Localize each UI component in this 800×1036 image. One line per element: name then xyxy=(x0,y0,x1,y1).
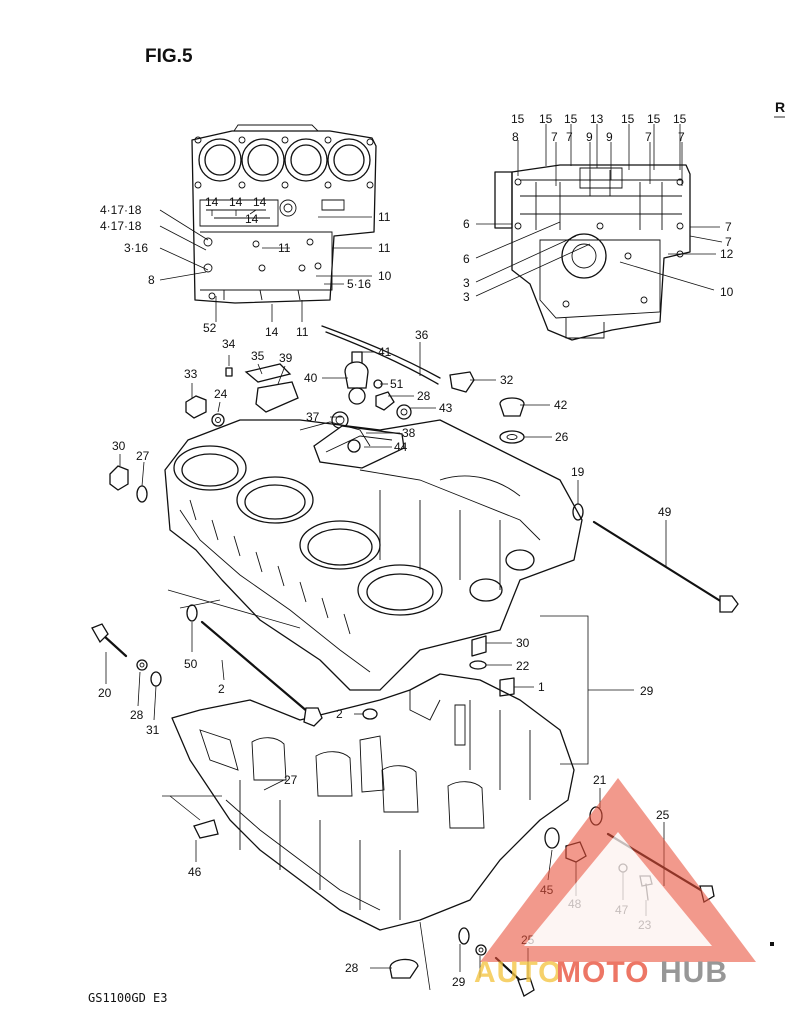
callout-11: 11 xyxy=(278,241,291,255)
callout-42: 37 xyxy=(306,410,320,424)
callout-25: 46 xyxy=(188,865,202,879)
callout-7: 7 xyxy=(551,130,558,144)
callout-14: 14 xyxy=(245,212,259,226)
callout-28: 31 xyxy=(146,723,160,737)
lower-crankcase-bottom-view xyxy=(494,164,691,341)
callout-8: 8 xyxy=(148,273,155,287)
callout-7: 7 xyxy=(566,130,573,144)
callout-24: 28 xyxy=(417,389,431,403)
callout-34: 35 xyxy=(251,349,265,363)
upper-crankcase-top-view xyxy=(191,124,377,304)
callout-14: 14 xyxy=(253,195,267,209)
callout-15: 15 xyxy=(539,112,553,126)
watermark: AUTO MOTO HUB xyxy=(474,778,756,989)
callout-35: 39 xyxy=(279,351,293,365)
callout-29: 28 xyxy=(130,708,144,722)
upper-crankcase xyxy=(164,419,583,691)
callout-2: 27 xyxy=(284,773,298,787)
watermark-moto: MOTO xyxy=(556,956,649,989)
callout-10: 10 xyxy=(720,285,734,299)
callout-6: 6 xyxy=(463,217,470,231)
corner-mark: R xyxy=(775,99,785,115)
callout-25: 28 xyxy=(345,961,359,975)
callout-22: 20 xyxy=(98,686,112,700)
callout-15: 15 xyxy=(564,112,578,126)
callout-15: 15 xyxy=(621,112,635,126)
callout-41: 40 xyxy=(304,371,318,385)
callout-15: 15 xyxy=(673,112,687,126)
callout-9: 9 xyxy=(586,130,593,144)
callout-10: 5·16 xyxy=(347,277,371,291)
callout-3: 3 xyxy=(463,290,470,304)
callout-4-17-18: 4·17·18 xyxy=(100,203,142,217)
callout-20: 2 xyxy=(218,682,225,696)
callout-30: 27 xyxy=(136,449,150,463)
callout-8: 8 xyxy=(512,130,519,144)
callout-13: 13 xyxy=(590,112,604,126)
callout-7: 7 xyxy=(725,220,732,234)
callout-7: 7 xyxy=(725,235,732,249)
callout-11: 11 xyxy=(378,241,391,255)
callout-28: 29 xyxy=(452,975,466,989)
callout-49: 30 xyxy=(516,636,530,650)
callout-2: 1 xyxy=(538,680,545,694)
callout-21: 25 xyxy=(656,808,670,822)
callout-7: 7 xyxy=(645,130,652,144)
fig-label: FIG.5 xyxy=(145,46,193,67)
callout-3: 3 xyxy=(463,276,470,290)
callout-36: 34 xyxy=(222,337,236,351)
callout-44: 26 xyxy=(555,430,569,444)
callout-3-16: 3·16 xyxy=(124,241,148,255)
callout-51: 32 xyxy=(500,373,514,387)
watermark-hub: HUB xyxy=(660,956,728,989)
callout-5-16: 52 xyxy=(203,321,217,335)
callout-1: 29 xyxy=(640,684,654,698)
callout-32: 33 xyxy=(184,367,198,381)
callout-40: 51 xyxy=(390,377,404,391)
callout-15: 15 xyxy=(511,112,525,126)
callout-31: 2 xyxy=(336,707,343,721)
callout-12: 12 xyxy=(720,247,734,261)
callout-30: 50 xyxy=(184,657,198,671)
callout-14: 14 xyxy=(229,195,243,209)
callout-39: 41 xyxy=(378,345,392,359)
callout-50: 22 xyxy=(516,659,530,673)
callout-14: 14 xyxy=(265,325,279,339)
callout-27: 21 xyxy=(593,773,607,787)
callout-4-17-18: 4·17·18 xyxy=(100,219,142,233)
callout-33: 24 xyxy=(214,387,228,401)
callout-52: 36 xyxy=(415,328,429,342)
callout-26: 30 xyxy=(112,439,126,453)
callout-6: 6 xyxy=(463,252,470,266)
watermark-auto: AUTO xyxy=(474,956,562,989)
callout-28: 43 xyxy=(439,401,453,415)
callout-15: 15 xyxy=(647,112,661,126)
callout-38: 44 xyxy=(394,440,408,454)
lower-crankcase xyxy=(171,673,575,931)
callout-11: 10 xyxy=(378,269,392,283)
callout-11: 11 xyxy=(378,210,391,224)
callout-7: 7 xyxy=(678,130,685,144)
callout-19: 49 xyxy=(658,505,672,519)
callout-43: 42 xyxy=(554,398,568,412)
callout-37: 38 xyxy=(402,426,416,440)
callout-14: 11 xyxy=(296,325,309,339)
small-parts-group xyxy=(109,325,584,720)
model-code: GS1100GD E3 xyxy=(88,991,167,1005)
leader-lines xyxy=(105,124,723,991)
callout-9: 9 xyxy=(606,130,613,144)
callout-27: 19 xyxy=(571,465,585,479)
callout-14: 14 xyxy=(205,195,219,209)
